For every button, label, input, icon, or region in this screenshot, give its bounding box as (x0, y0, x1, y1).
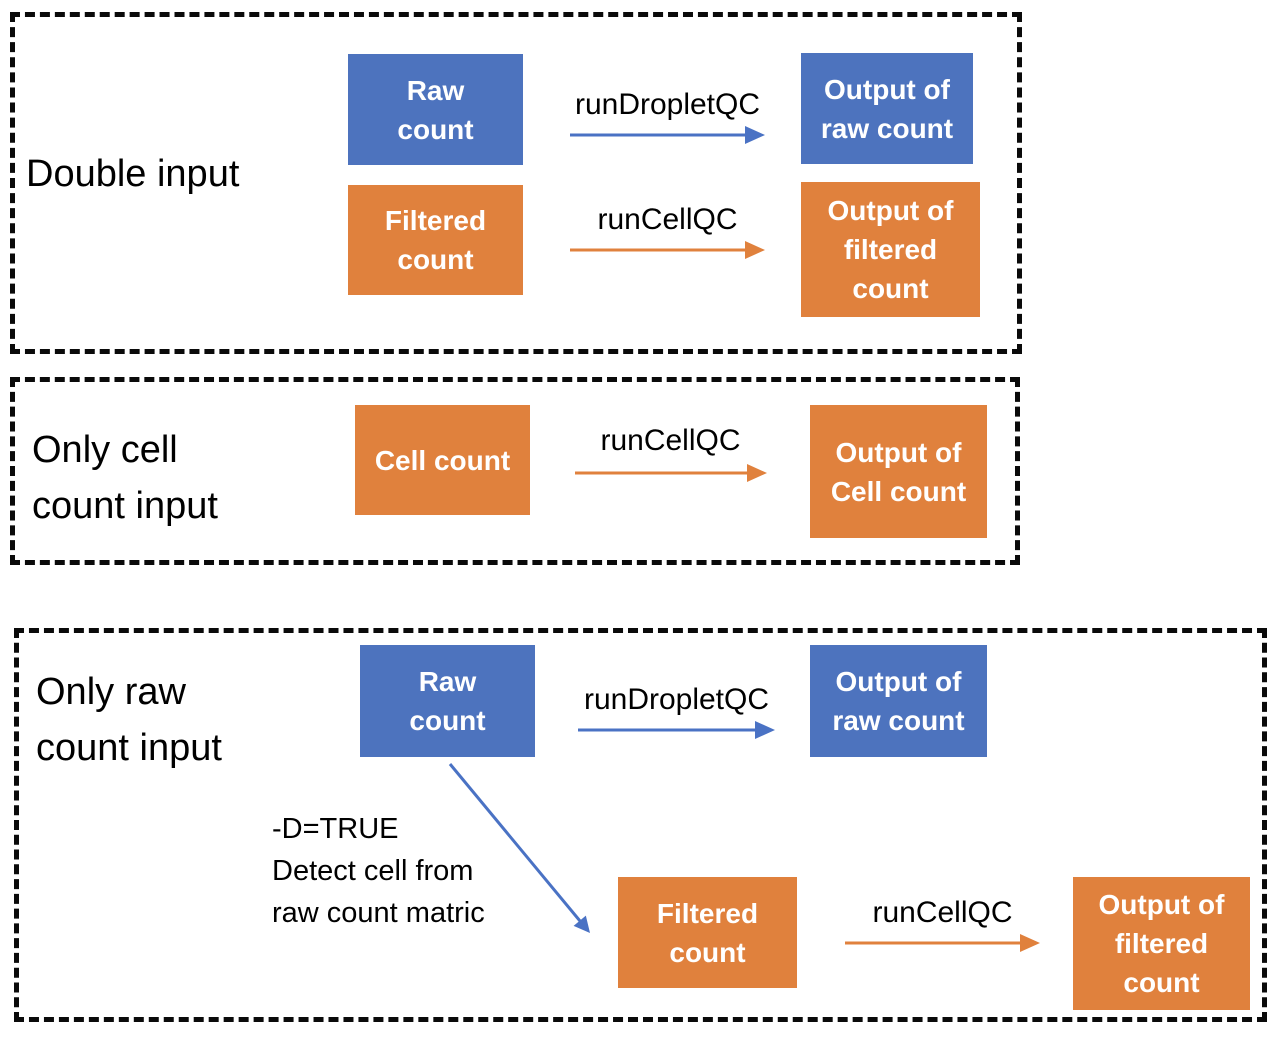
section-cell-input-title: Only cell count input (32, 429, 218, 527)
double-rundropletqc-label: runDropletQC (574, 88, 761, 121)
double-rundropletqc-arrow-icon (570, 126, 765, 144)
cell-count-box: Cell count (355, 405, 530, 515)
section-raw-input-title: Only raw count input (36, 671, 222, 769)
double-raw-output-box: Output of raw count (801, 53, 973, 164)
double-runcellqc-label: runCellQC (597, 203, 738, 236)
double-runcellqc-arrow-icon (570, 241, 765, 259)
double-raw-count-box: Raw count (348, 54, 523, 165)
raw-only-filtered-count-box: Filtered count (618, 877, 797, 988)
double-filtered-output-box: Output of filtered count (801, 182, 980, 317)
raw-rundropletqc-label: runDropletQC (583, 683, 770, 716)
raw-runcellqc-arrow-icon (845, 934, 1040, 952)
detect-cell-diagonal-arrow-icon (448, 763, 590, 933)
detect-cell-note: -D=TRUE Detect cell from raw count matri… (272, 813, 485, 929)
raw-only-filtered-output-box: Output of filtered count (1073, 877, 1250, 1010)
section-double-input-title: Double input (26, 153, 240, 195)
cell-runcellqc-label: runCellQC (600, 424, 741, 457)
double-filtered-count-box: Filtered count (348, 185, 523, 295)
cell-runcellqc-arrow-icon (575, 464, 767, 482)
raw-rundropletqc-arrow-icon (578, 721, 775, 739)
raw-runcellqc-label: runCellQC (872, 896, 1013, 929)
cell-output-box: Output of Cell count (810, 405, 987, 538)
raw-only-raw-count-box: Raw count (360, 645, 535, 757)
raw-only-raw-output-box: Output of raw count (810, 645, 987, 757)
